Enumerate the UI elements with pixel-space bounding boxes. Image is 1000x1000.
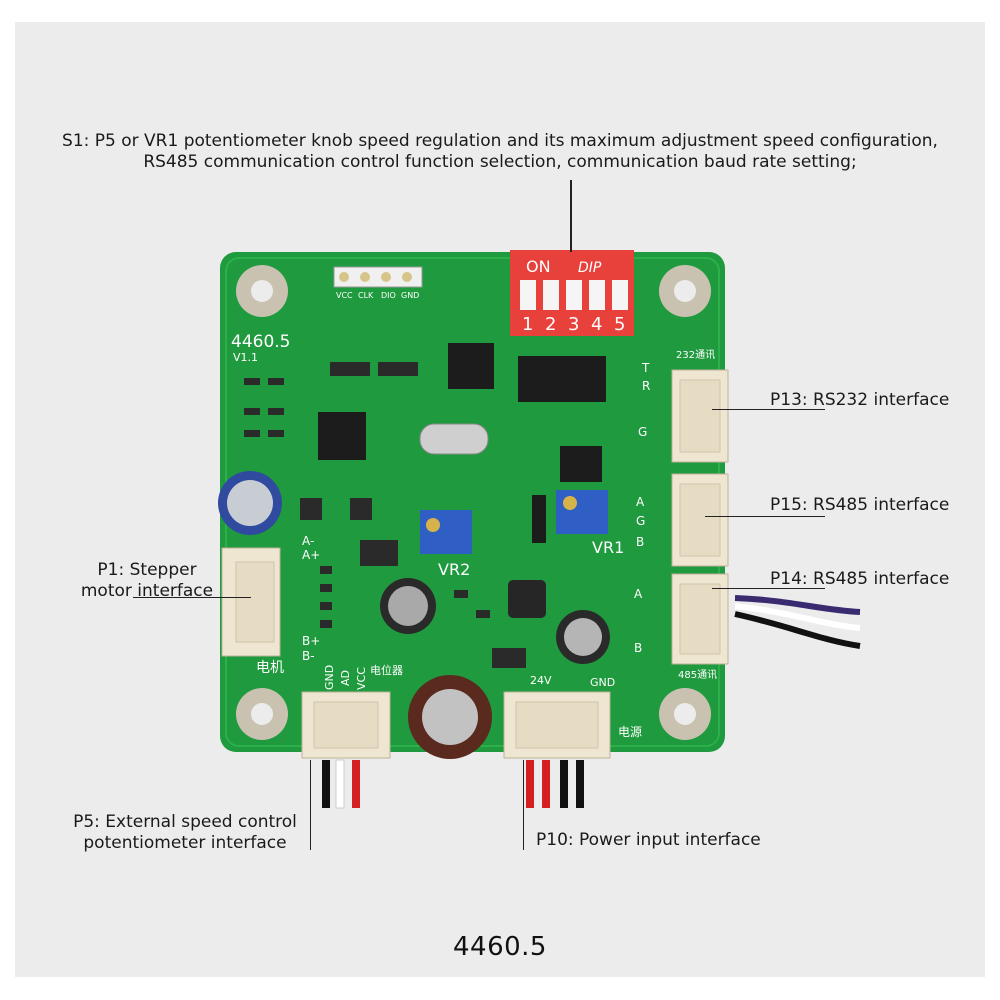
- motor-pin-a-plus: A+: [302, 548, 320, 562]
- pot-pin-vcc: VCC: [355, 667, 368, 690]
- p14-pin-b: B: [634, 641, 642, 655]
- capacitor-c1: [380, 578, 436, 634]
- connector-p5: [301, 691, 391, 759]
- pot-pin-ad: AD: [339, 670, 352, 686]
- dip-pos-2: 2: [545, 314, 556, 335]
- p14-leader-line: [712, 588, 825, 589]
- p5-callout: P5: External speed control potentiometer…: [60, 812, 310, 854]
- connector-p10: [503, 691, 611, 759]
- p14-cn-silk: 485通讯: [678, 669, 717, 681]
- potentiometer-vr2: [420, 510, 472, 554]
- rs485-chip: [560, 446, 602, 482]
- power-pin-gnd: GND: [590, 676, 615, 689]
- dip-pos-3: 3: [568, 314, 579, 335]
- motor-pin-b-minus: B-: [302, 649, 315, 663]
- dip-pos-5: 5: [614, 314, 625, 335]
- dip-switch-s1: ON DIP 1 2 3 4 5: [510, 250, 634, 336]
- prog-pin-vcc: VCC: [336, 291, 353, 300]
- dip-brand-label: DIP: [578, 260, 602, 276]
- dip-pos-1: 1: [522, 314, 533, 335]
- p13-cn-silk: 232通讯: [676, 349, 715, 361]
- vr2-silk: VR2: [438, 560, 470, 579]
- capacitor-c2: [556, 610, 610, 664]
- p13-pin-g: G: [638, 425, 647, 439]
- dip-on-label: ON: [526, 257, 551, 276]
- board-version-silk: V1.1: [233, 351, 258, 364]
- s1-callout-line1: S1: P5 or VR1 potentiometer knob speed r…: [62, 131, 938, 151]
- dip-pos-4: 4: [591, 314, 602, 335]
- pot-pin-gnd: GND: [323, 665, 336, 690]
- connector-p14: [671, 573, 729, 665]
- crystal: [419, 423, 489, 455]
- p15-callout: P15: RS485 interface: [770, 495, 950, 515]
- s1-callout-line2: RS485 communication control function sel…: [143, 152, 857, 172]
- potentiometer-vr1: [556, 490, 608, 534]
- capacitor-c22: [218, 471, 282, 535]
- power-pin-24v: 24V: [530, 674, 552, 687]
- driver-chip: [318, 412, 366, 460]
- prog-pin-clk: CLK: [358, 291, 374, 300]
- p1-leader-line: [133, 597, 251, 598]
- mcu-chip: [448, 343, 494, 389]
- p5-leader-line: [310, 760, 311, 850]
- connector-p15: [671, 473, 729, 567]
- p15-leader-line: [705, 516, 825, 517]
- prog-header: VCC CLK DIO GND: [333, 266, 423, 300]
- p10-callout: P10: Power input interface: [536, 830, 761, 850]
- p13-callout: P13: RS232 interface: [770, 390, 950, 410]
- p5-callout-line1: P5: External speed control: [73, 812, 297, 832]
- prog-pin-gnd: GND: [401, 291, 419, 300]
- pcb: [220, 252, 725, 752]
- p10-leader-line: [523, 760, 524, 850]
- power-cn-silk: 电源: [618, 725, 642, 739]
- smd-components: [244, 362, 526, 668]
- p5-cable: [322, 759, 360, 809]
- p15-pin-g: G: [636, 514, 645, 528]
- p13-pin-t: T: [641, 361, 650, 375]
- s1-leader-line: [570, 180, 572, 252]
- motor-cn-silk: 电机: [256, 660, 284, 676]
- motor-pin-b-plus: B+: [302, 634, 320, 648]
- p15-pin-b: B: [636, 535, 644, 549]
- connector-p1: [221, 547, 281, 657]
- inductor: [508, 580, 546, 618]
- p14-callout: P14: RS485 interface: [770, 569, 950, 589]
- s1-callout: S1: P5 or VR1 potentiometer knob speed r…: [40, 131, 960, 173]
- p5-callout-line2: potentiometer interface: [83, 833, 287, 853]
- rs232-chip: [518, 356, 606, 402]
- p13-leader-line: [712, 409, 825, 410]
- connector-p13: [671, 369, 729, 463]
- p1-callout-line1: P1: Stepper: [97, 560, 197, 580]
- p1-callout-line2: motor interface: [80, 581, 214, 601]
- p14-pin-a: A: [634, 587, 643, 601]
- mounting-holes: [236, 265, 711, 740]
- model-caption: 4460.5: [453, 932, 547, 962]
- p10-cable: [526, 760, 584, 808]
- p1-callout: P1: Stepper motor interface: [72, 560, 222, 602]
- board-model-silk: 4460.5: [231, 332, 290, 352]
- pot-cn-silk: 电位器: [370, 663, 403, 677]
- p13-pin-r: R: [642, 379, 650, 393]
- capacitor-c3: [408, 675, 492, 759]
- vr1-silk: VR1: [592, 538, 624, 557]
- prog-pin-dio: DIO: [381, 291, 396, 300]
- jumper-p3: [532, 495, 546, 543]
- p14-cable: [734, 595, 861, 649]
- motor-pin-a-minus: A-: [302, 534, 314, 548]
- p15-pin-a: A: [636, 495, 645, 509]
